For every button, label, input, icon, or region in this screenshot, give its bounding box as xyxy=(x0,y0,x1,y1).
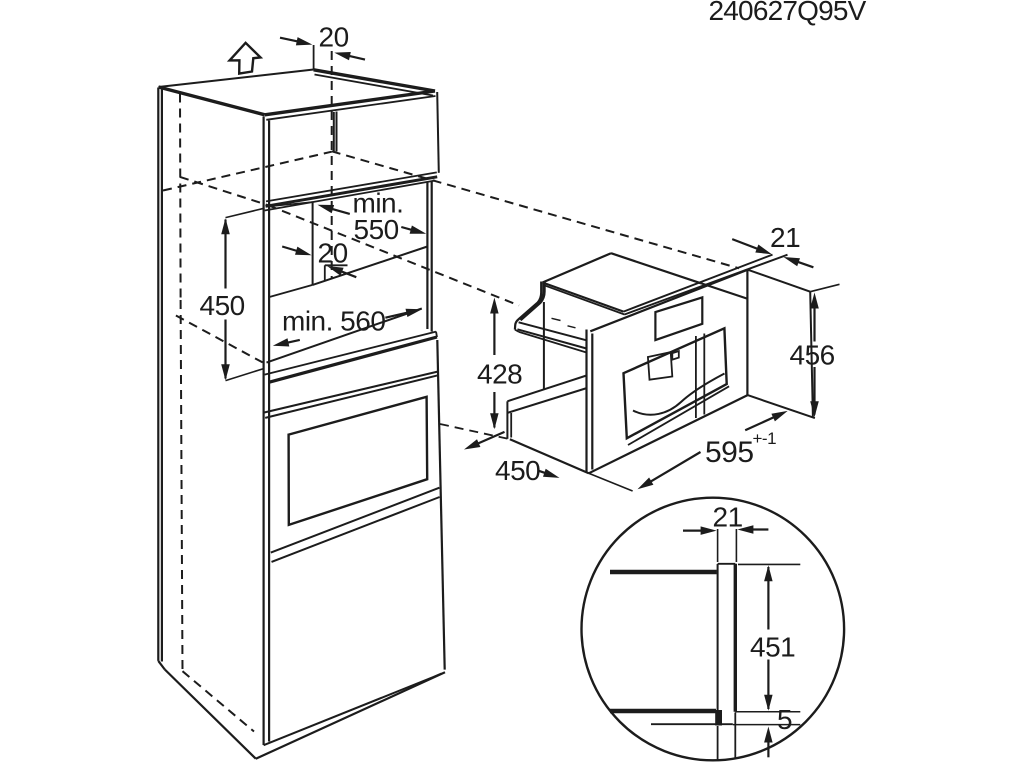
svg-text:5: 5 xyxy=(777,704,792,735)
svg-text:450: 450 xyxy=(200,290,245,321)
svg-text:595: 595 xyxy=(705,436,754,469)
svg-text:21: 21 xyxy=(770,222,800,253)
svg-text:428: 428 xyxy=(477,359,522,390)
svg-text:min. 560: min. 560 xyxy=(282,306,385,337)
svg-text:451: 451 xyxy=(750,632,795,663)
svg-text:20: 20 xyxy=(319,22,349,53)
svg-text:550: 550 xyxy=(354,214,399,245)
svg-text:21: 21 xyxy=(713,502,743,533)
svg-text:min.: min. xyxy=(353,188,404,219)
svg-text:+-1: +-1 xyxy=(753,429,777,448)
svg-text:450: 450 xyxy=(495,455,540,486)
svg-text:240627Q95V: 240627Q95V xyxy=(709,0,867,26)
svg-text:20: 20 xyxy=(318,238,348,269)
svg-text:456: 456 xyxy=(790,340,835,371)
